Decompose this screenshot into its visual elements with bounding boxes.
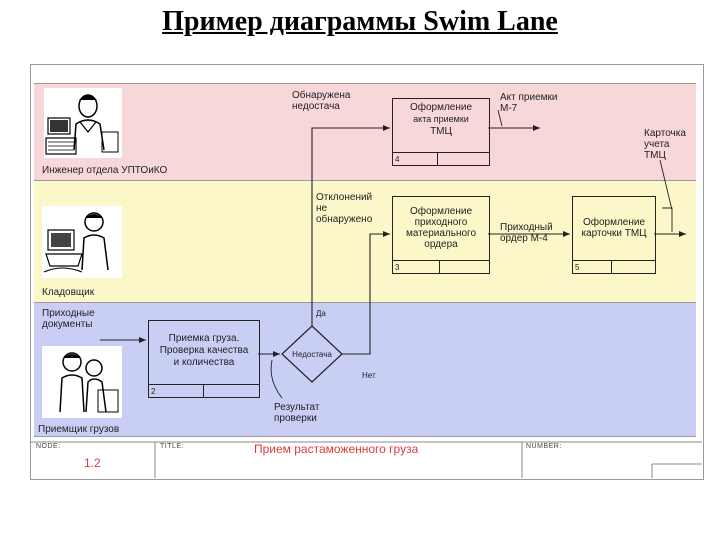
lane-actor-label: Кладовщик [42, 287, 95, 298]
box-line: Проверка качества [159, 345, 249, 356]
box-line: Приемка груза. [168, 333, 240, 344]
footer-number-label: NUMBER: [526, 443, 562, 450]
label-incoming-docs: Приходные документы [42, 308, 95, 330]
box-cell [203, 385, 204, 397]
label-line: Отклонений [316, 192, 373, 203]
label-line: учета [644, 139, 670, 150]
box-line: материального [405, 228, 477, 239]
lane-actor-label: Инженер отдела УПТОиКО [42, 165, 168, 176]
box-footer-row: 4 [393, 152, 489, 165]
box-line: карточки ТМЦ [581, 228, 647, 239]
lane-divider [34, 436, 696, 437]
box-cell [437, 153, 438, 165]
label-line: Акт приемки [500, 92, 558, 103]
storekeeper-figure-icon [42, 206, 122, 278]
label-line: Результат [274, 402, 320, 413]
box-line: ордера [424, 239, 458, 250]
lane-divider [34, 180, 696, 181]
box-footer-row: 3 [393, 260, 489, 273]
box-line: и количества [173, 357, 235, 368]
label-line: ТМЦ [644, 150, 666, 161]
footer-node-label: NODE: [36, 443, 61, 450]
label-line: проверки [274, 413, 317, 424]
process-box-cargo-acceptance: Приемка груза. Проверка качества и колич… [148, 320, 260, 398]
decision-yes-label: Да [316, 309, 326, 318]
box-number: 3 [395, 263, 400, 272]
box-line: Оформление [409, 102, 473, 113]
lane-divider [34, 302, 696, 303]
box-line: Оформление [409, 206, 473, 217]
label-line: не [316, 203, 328, 214]
footer-node-value: 1.2 [84, 456, 101, 470]
footer-title-value: Прием растаможенного груза [254, 442, 419, 456]
decision-no-label: Нет [362, 371, 376, 380]
swimlane-storekeeper [34, 180, 696, 302]
label-line: М-7 [500, 103, 518, 114]
box-footer-row: 5 [573, 260, 655, 273]
box-line: приходного [414, 217, 468, 228]
lane-divider [34, 83, 696, 84]
swimlane-engineer [34, 83, 696, 180]
label-line: документы [42, 319, 93, 330]
label-receipt-order: Приходный ордер М-4 [500, 222, 553, 244]
lane-actor-label: Приемщик грузов [38, 424, 120, 435]
label-line: Обнаружена [292, 90, 351, 101]
process-box-act: Оформление акта приемки ТМЦ 4 [392, 98, 490, 166]
box-number: 5 [575, 263, 580, 272]
box-line: акта приемки [413, 114, 469, 124]
box-number: 2 [151, 387, 156, 396]
process-box-tmc-card: Оформление карточки ТМЦ 5 [572, 196, 656, 274]
label-tmc-card: Карточка учета ТМЦ [644, 128, 686, 161]
label-line: обнаружено [316, 214, 373, 225]
process-box-receipt-order: Оформление приходного материального орде… [392, 196, 490, 274]
label-shortage-found: Обнаружена недостача [292, 90, 351, 112]
engineer-figure-icon [44, 88, 122, 158]
page-title: Пример диаграммы Swim Lane [162, 6, 558, 37]
label-line: ордер М-4 [500, 233, 548, 244]
receiver-figure-icon [42, 346, 122, 418]
label-line: недостача [292, 101, 340, 112]
box-line: Оформление [582, 217, 646, 228]
label-no-deviation: Отклонений не обнаружено [316, 192, 372, 225]
box-footer-row: 2 [149, 384, 259, 397]
box-line: ТМЦ [430, 126, 452, 137]
label-line: Приходные [42, 308, 95, 319]
label-check-result: Результат проверки [274, 402, 319, 424]
footer-title-label: TITLE: [160, 443, 185, 450]
swimlane-receiver [34, 302, 696, 436]
box-cell [439, 261, 440, 273]
box-number: 4 [395, 155, 400, 164]
label-act-m7: Акт приемки М-7 [500, 92, 557, 114]
label-line: Приходный [500, 222, 553, 233]
box-cell [611, 261, 612, 273]
label-line: Карточка [644, 128, 686, 139]
decision-label: Недостача [292, 350, 332, 359]
